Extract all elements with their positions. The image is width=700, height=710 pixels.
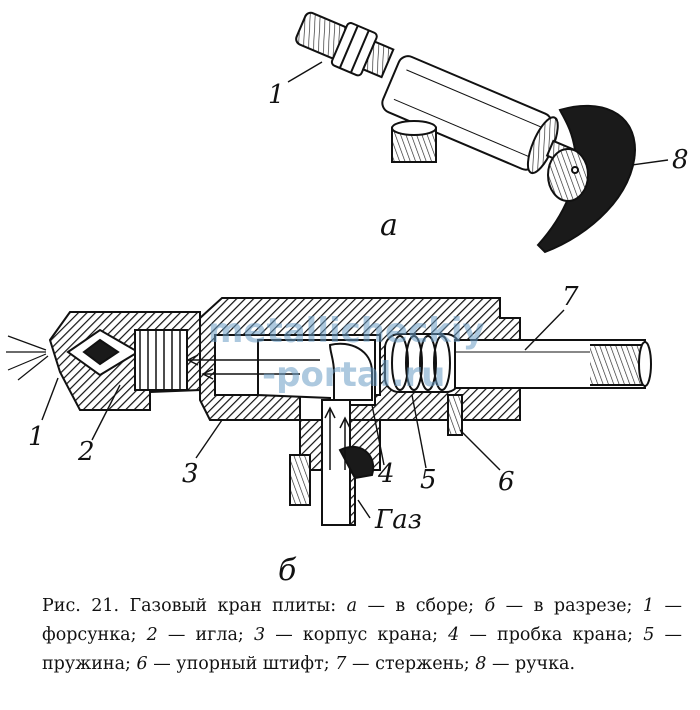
label-3-b: 3 <box>182 459 199 489</box>
caption-item: 2 — игла; <box>146 625 244 645</box>
figure-caption: Рис. 21. Газовый кран плиты: а — в сборе… <box>42 592 682 679</box>
label-1-b: 1 <box>28 422 45 452</box>
caption-item: 7 — стержень; <box>335 654 470 674</box>
watermark-line-2: -portal.ru <box>262 355 445 395</box>
label-4-b: 4 <box>377 459 395 489</box>
caption-item: а — в сборе; <box>346 596 475 616</box>
assembled-view <box>287 11 669 254</box>
caption-item: 3 — корпус крана; <box>253 625 438 645</box>
label-7-b: 7 <box>562 282 579 312</box>
spray-lines <box>6 335 49 381</box>
watermark-line-1: metallicheckiy <box>208 311 485 351</box>
caption-item: 5 — пружина; <box>42 625 682 674</box>
caption-item: 4 — пробка крана; <box>448 625 634 645</box>
view-a-label: а <box>380 208 398 243</box>
gas-valve-drawing: 1 8 а <box>6 11 689 588</box>
caption-item: 8 — ручка. <box>475 654 576 674</box>
section-view <box>6 297 652 526</box>
label-8-a: 8 <box>672 145 689 175</box>
label-2-b: 2 <box>77 437 95 467</box>
caption-item: б — в разрезе; <box>484 596 633 616</box>
gas-label: Газ <box>374 505 422 535</box>
caption-item: 1 — форсунка; <box>42 596 682 645</box>
label-6-b: 6 <box>498 467 515 497</box>
caption-lead: Рис. 21. Газовый кран плиты: <box>42 596 337 616</box>
view-b-label: б <box>278 553 297 588</box>
label-5-b: 5 <box>420 465 437 495</box>
caption-item: 6 — упорный штифт; <box>136 654 330 674</box>
label-1-a: 1 <box>268 80 285 110</box>
